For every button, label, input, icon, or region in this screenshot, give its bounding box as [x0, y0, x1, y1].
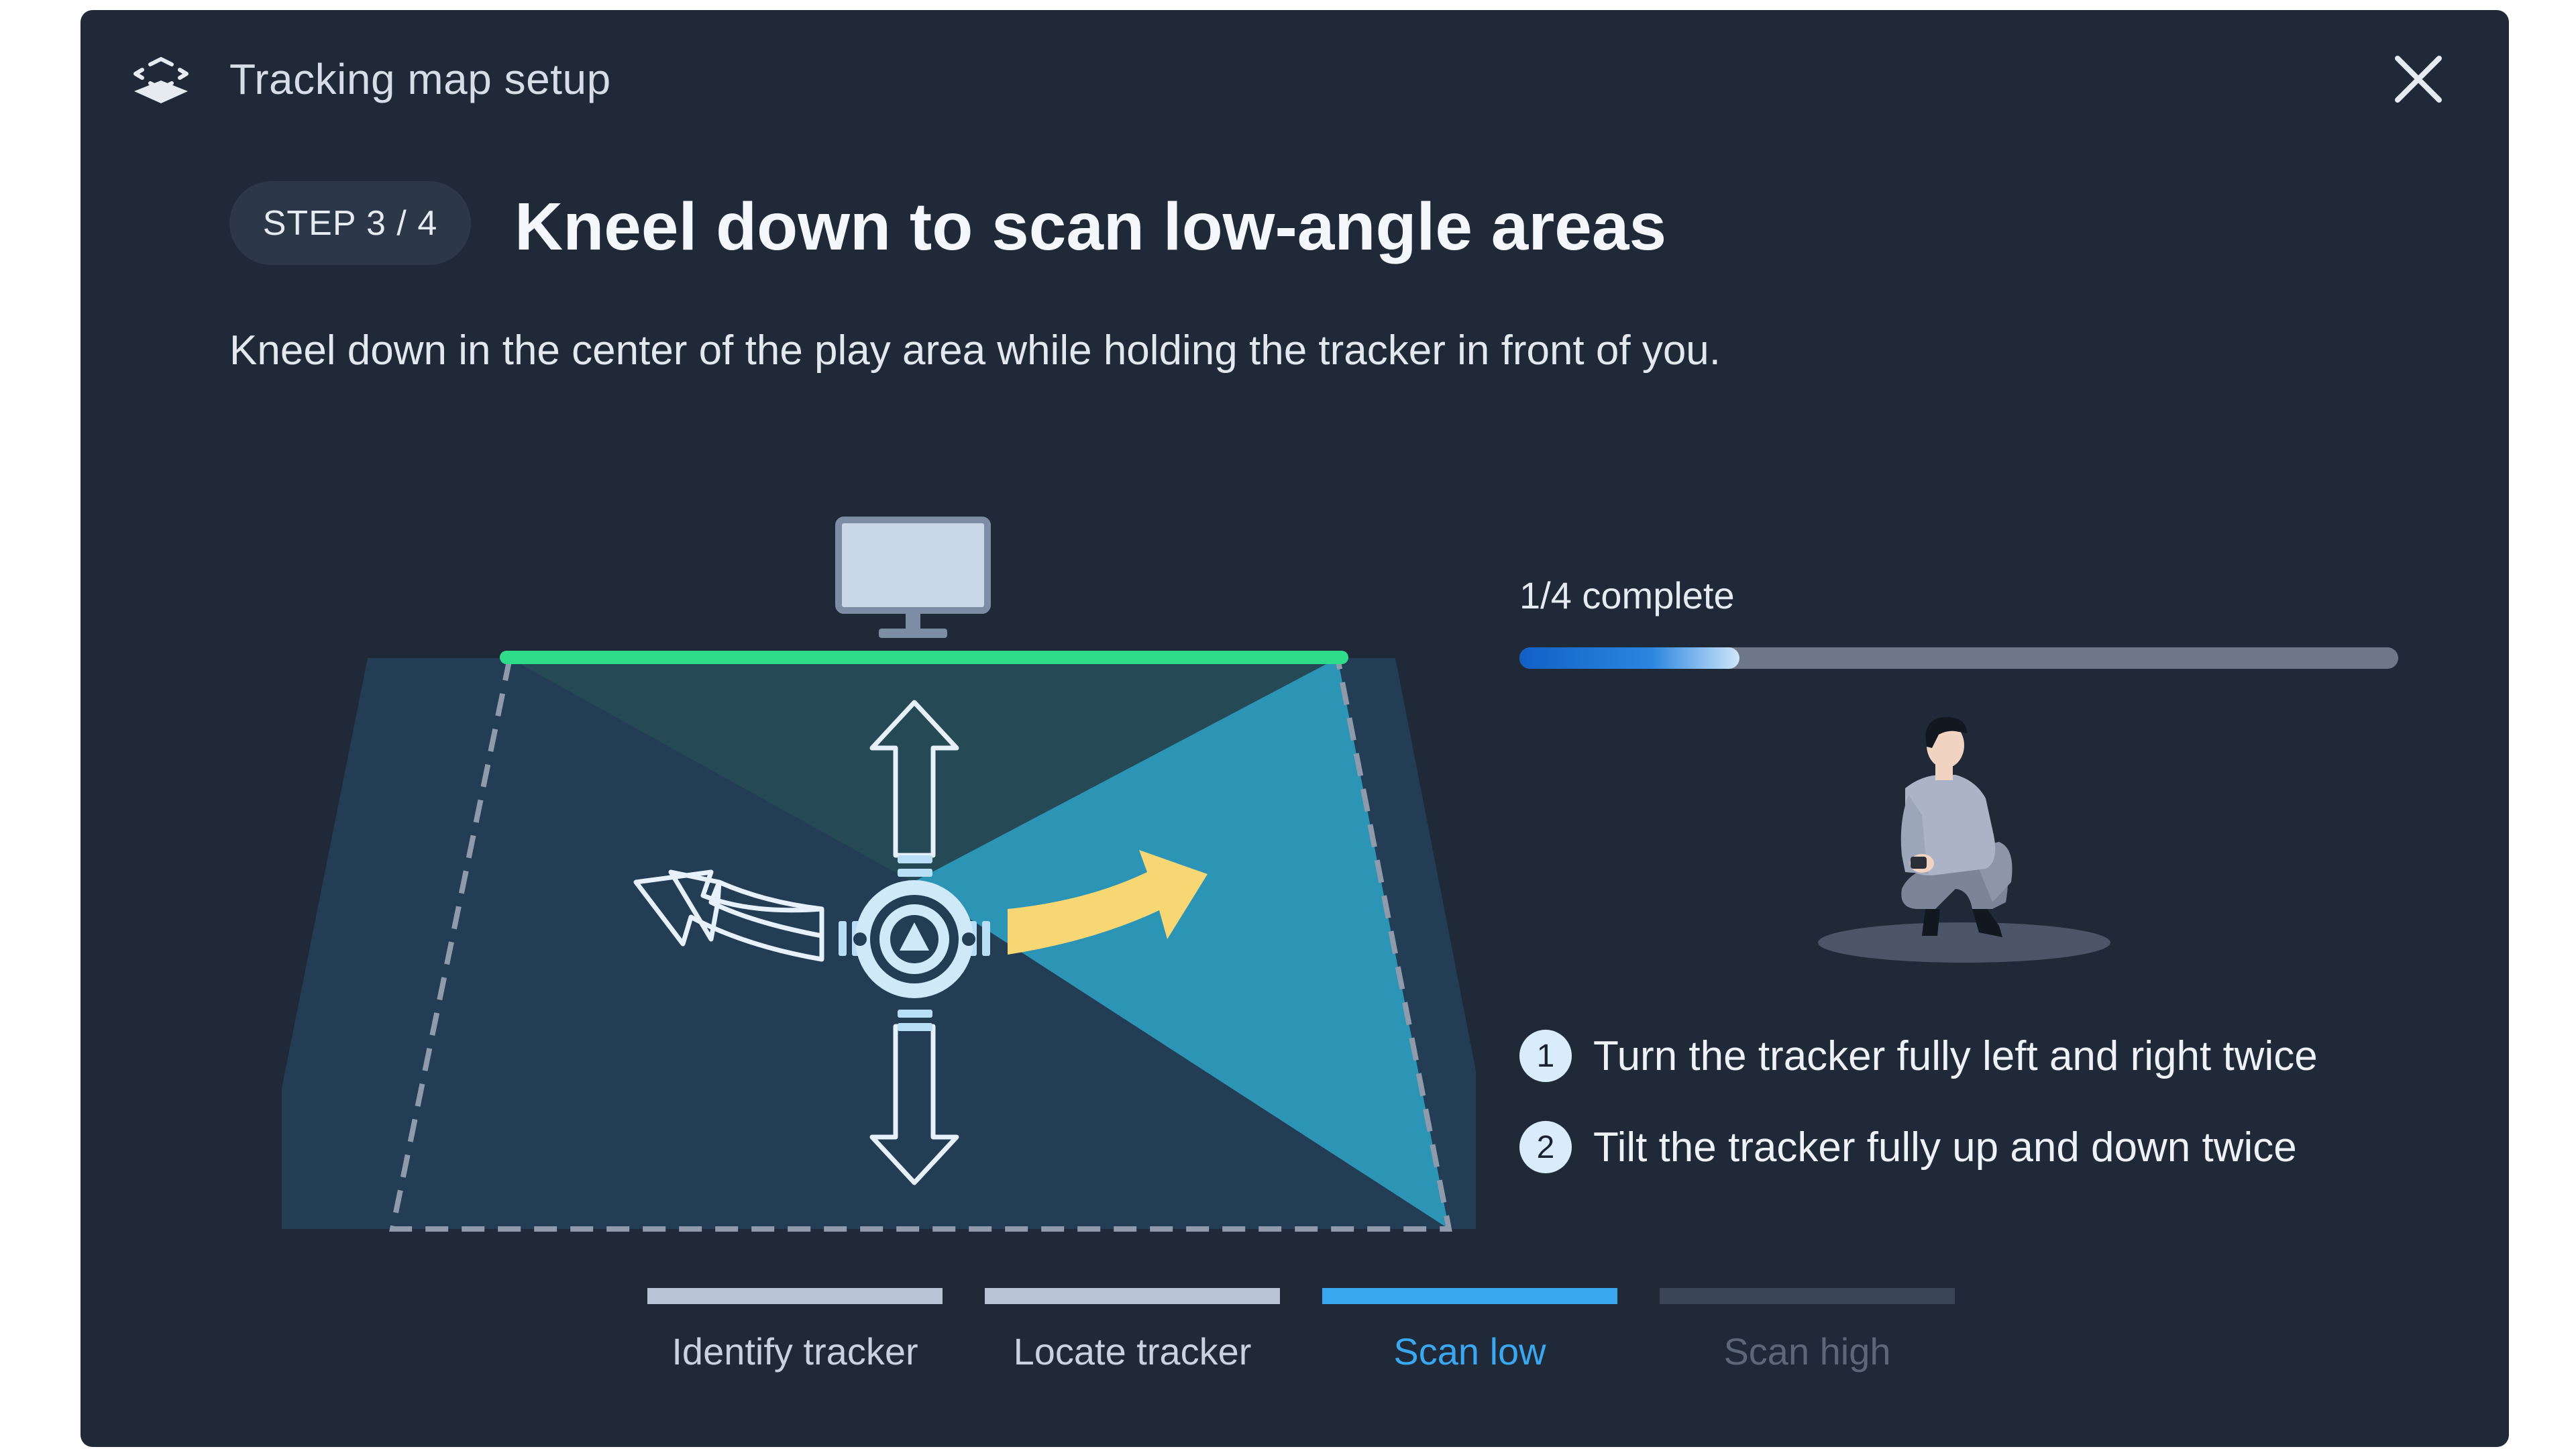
step-scan-high: Scan high	[1660, 1288, 1955, 1373]
step-progress-tracker: Identify tracker Locate tracker Scan low…	[647, 1288, 1955, 1373]
instruction-number-badge: 1	[1519, 1030, 1572, 1082]
step-label: Identify tracker	[672, 1330, 918, 1373]
step-label: Locate tracker	[1013, 1330, 1252, 1373]
setup-dialog: Tracking map setup STEP 3 / 4 Kneel down…	[80, 10, 2509, 1447]
step-bar	[985, 1288, 1280, 1304]
tracking-map-icon	[133, 57, 189, 103]
step-bar	[1660, 1288, 1955, 1304]
right-arrow-icon	[1008, 850, 1208, 955]
monitor-icon	[835, 517, 991, 638]
instruction-text: Turn the tracker fully left and right tw…	[1593, 1032, 2318, 1079]
step-description: Kneel down in the center of the play are…	[229, 327, 1721, 374]
step-bar	[1322, 1288, 1617, 1304]
kneeling-person-illustration	[1818, 716, 2110, 963]
instruction-item-1: 1 Turn the tracker fully left and right …	[1519, 1030, 2318, 1082]
play-area-boundary	[389, 657, 1452, 1232]
instruction-item-2: 2 Tilt the tracker fully up and down twi…	[1519, 1121, 2297, 1173]
app-title: Tracking map setup	[229, 55, 611, 103]
step-scan-low: Scan low	[1322, 1288, 1617, 1373]
progress-label: 1/4 complete	[1519, 574, 1735, 616]
left-arrow-icon	[633, 869, 824, 962]
right-scan-zone	[913, 658, 1449, 1229]
step-badge: STEP 3 / 4	[229, 181, 471, 265]
step-identify-tracker: Identify tracker	[647, 1288, 943, 1373]
step-bar	[647, 1288, 943, 1304]
close-icon[interactable]	[2388, 49, 2449, 109]
step-label: Scan high	[1723, 1330, 1891, 1373]
progress-bar-fill	[1519, 647, 1739, 669]
step-locate-tracker: Locate tracker	[985, 1288, 1280, 1373]
instruction-text: Tilt the tracker fully up and down twice	[1593, 1124, 2297, 1171]
progress-bar	[1519, 647, 2398, 669]
page-title: Kneel down to scan low-angle areas	[515, 189, 1667, 264]
play-area-illustration	[282, 517, 1476, 1232]
instruction-number-badge: 2	[1519, 1121, 1572, 1173]
tracker-icon	[839, 855, 990, 1031]
step-label: Scan low	[1393, 1330, 1546, 1373]
front-zone	[510, 658, 1338, 882]
up-arrow-icon	[869, 700, 959, 858]
down-arrow-icon	[869, 1024, 959, 1185]
